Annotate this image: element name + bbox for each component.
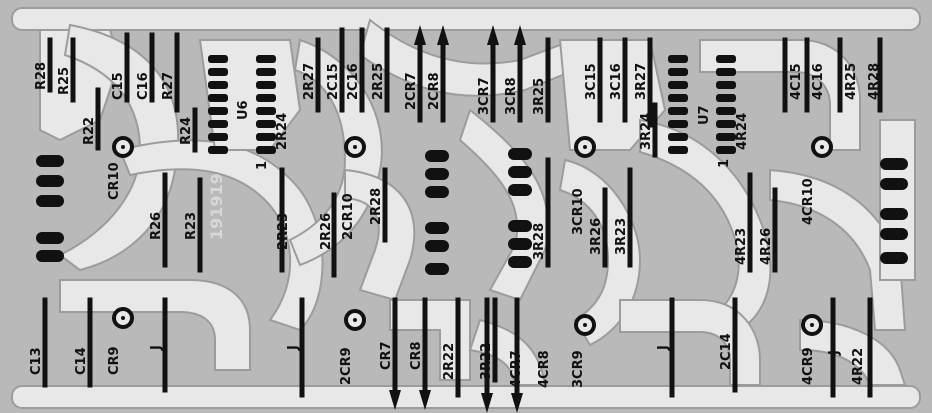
label-r23: R23 (184, 212, 199, 240)
diode-arrows (389, 25, 526, 413)
label-2r24: 2R24 (275, 113, 290, 150)
connector-pads-center-a (425, 150, 449, 275)
label-pin1-u7: 1 (717, 159, 732, 168)
label-2r25: 2R25 (371, 63, 386, 100)
label-r25: R25 (57, 67, 72, 95)
u6-ic-pads (208, 55, 276, 154)
components (36, 25, 908, 413)
label-pin1-u6: 1 (255, 161, 270, 170)
label-cr9: CR9 (107, 346, 122, 375)
label-r26: R26 (149, 212, 164, 240)
label-2r27: 2R27 (302, 63, 317, 100)
label-4r25: 4R25 (844, 63, 859, 100)
label-4c15: 4C15 (789, 63, 804, 100)
label-3r25: 3R25 (532, 78, 547, 115)
label-3c15: 3C15 (584, 63, 599, 100)
label-4r23: 4R23 (734, 228, 749, 265)
label-3r27: 3R27 (634, 63, 649, 100)
connector-pads-center-b (508, 148, 532, 268)
label-3c16: 3C16 (609, 63, 624, 100)
label-c15: C15 (111, 72, 126, 100)
label-4r28: 4R28 (867, 63, 882, 100)
label-2cr9: 2CR9 (339, 347, 354, 385)
label-c16: C16 (136, 72, 151, 100)
label-3cr8: 3CR8 (504, 77, 519, 115)
label-4cr9: 4CR9 (801, 347, 816, 385)
label-3r24: 3R24 (639, 113, 654, 150)
label-r28: R28 (34, 62, 49, 90)
component-labels: R28 R25 C15 C16 R27 R22 R24 U6 CR10 R26 … (29, 62, 882, 388)
label-2cr10: 2CR10 (341, 193, 356, 240)
label-3r26: 3R26 (589, 218, 604, 255)
label-2r22: 2R22 (442, 343, 457, 380)
label-c13: C13 (29, 347, 44, 375)
label-3cr7: 3CR7 (477, 77, 492, 115)
label-j2: J (286, 345, 301, 351)
label-j4: J (827, 350, 842, 356)
connector-pads-right (880, 158, 908, 264)
label-4cr10: 4CR10 (801, 178, 816, 225)
etched-board-number: 191919 (207, 173, 226, 240)
label-3cr9: 3CR9 (571, 350, 586, 388)
label-4cr7: 4CR7 (509, 350, 524, 388)
label-4r22: 4R22 (851, 348, 866, 385)
label-c14: C14 (74, 347, 89, 375)
u7-ic-pads (668, 55, 736, 154)
label-2r26: 2R26 (319, 213, 334, 250)
label-3r28: 3R28 (532, 223, 547, 260)
label-cr10: CR10 (107, 162, 122, 200)
label-3r22: 3R22 (479, 343, 494, 380)
label-2cr7: 2CR7 (404, 72, 419, 110)
label-r27: R27 (161, 72, 176, 100)
label-4r26: 4R26 (759, 228, 774, 265)
label-u6: U6 (236, 100, 251, 120)
round-pad-holes (121, 145, 824, 327)
label-cr8: CR8 (409, 341, 424, 370)
label-2r23: 2R23 (276, 213, 291, 250)
label-j1: J (149, 345, 164, 351)
label-4c16: 4C16 (811, 63, 826, 100)
label-3cr10: 3CR10 (571, 188, 586, 235)
label-3r23: 3R23 (614, 218, 629, 255)
label-r22: R22 (82, 117, 97, 145)
label-4r24: 4R24 (735, 113, 750, 150)
label-2c16: 2C16 (346, 63, 361, 100)
label-2c15: 2C15 (326, 63, 341, 100)
label-u7: U7 (697, 105, 712, 125)
label-2cr8: 2CR8 (427, 72, 442, 110)
label-2c14: 2C14 (719, 333, 734, 370)
connector-pads-left (36, 155, 64, 262)
label-r24: R24 (179, 117, 194, 145)
label-cr7: CR7 (379, 341, 394, 370)
label-j3: J (656, 345, 671, 351)
label-2r28: 2R28 (369, 188, 384, 225)
label-4cr8: 4CR8 (537, 350, 552, 388)
